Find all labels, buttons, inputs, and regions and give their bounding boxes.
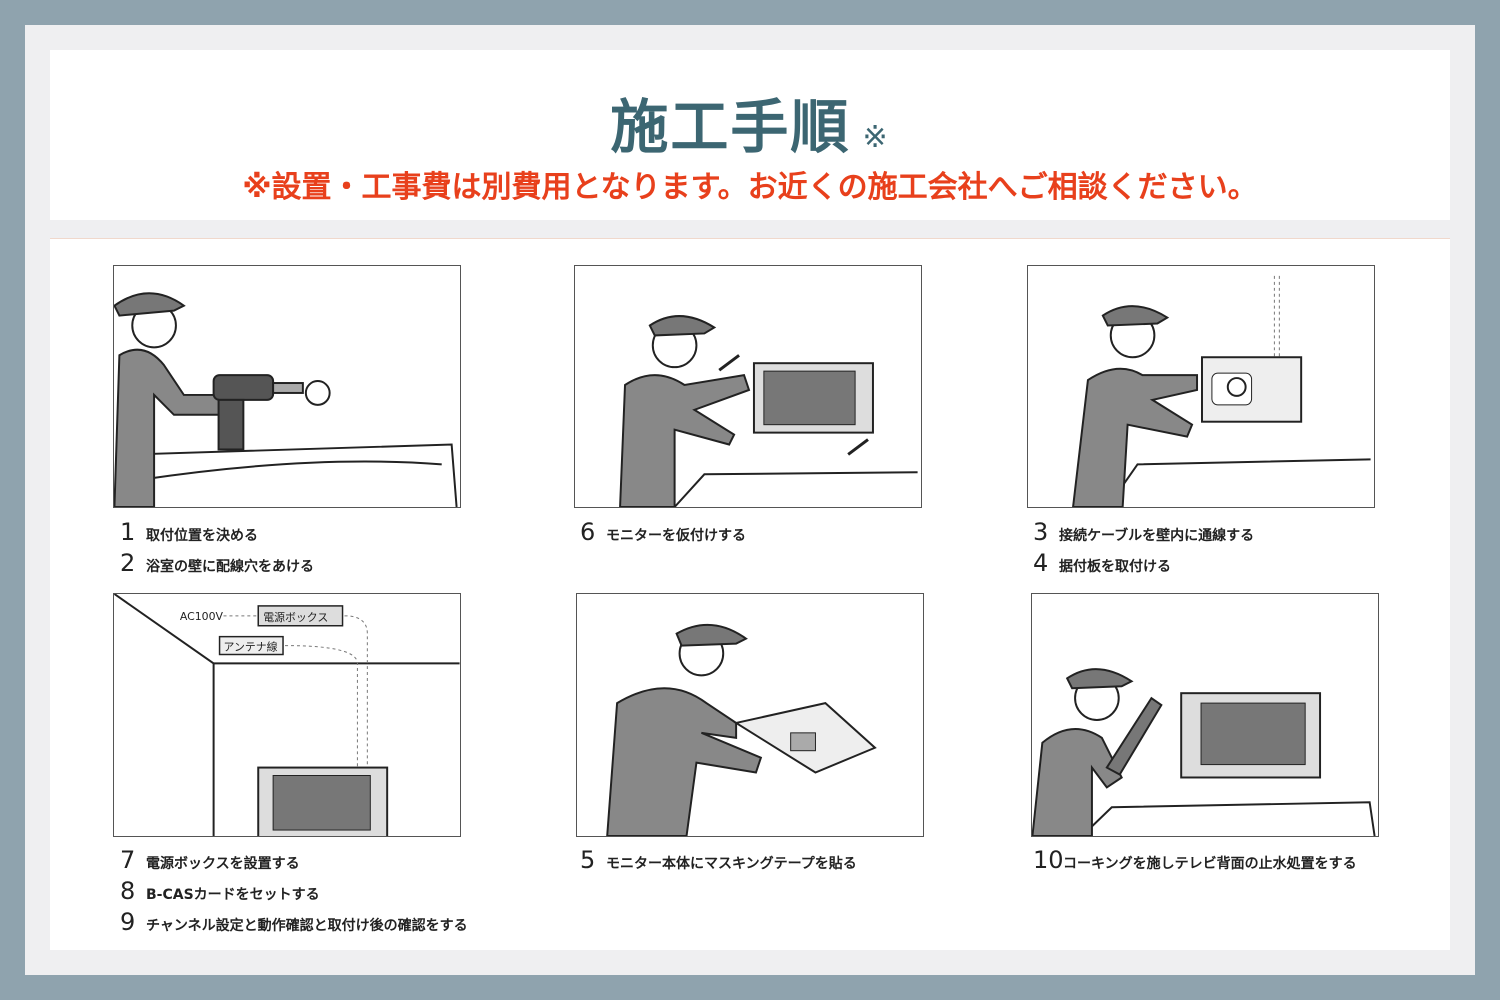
power-box-icon xyxy=(257,605,344,627)
monitor-icon xyxy=(1180,692,1322,779)
illustration-drilling xyxy=(113,265,461,508)
illustration-power-box: AC100V 電源ボックス アンテナ線 xyxy=(113,593,461,837)
worker-figure xyxy=(114,292,225,507)
antenna-label: アンテナ線 xyxy=(224,640,278,654)
ac-label: AC100V xyxy=(180,610,224,623)
page-title: 施工手順※ xyxy=(610,93,890,161)
illustration-cable-routing xyxy=(1027,265,1375,508)
illustration-caulking xyxy=(1031,593,1379,837)
caulking-gun-icon xyxy=(1105,696,1163,776)
drill-icon xyxy=(212,374,304,451)
cost-notice: ※設置・工事費は別費用となります。お近くの施工会社へご相談ください。 xyxy=(242,170,1258,205)
monitor-icon xyxy=(257,766,389,836)
monitor-icon xyxy=(752,362,874,434)
illustration-masking-tape xyxy=(576,593,924,837)
mounting-plate-icon xyxy=(1201,356,1303,423)
power-box-label: 電源ボックス xyxy=(263,610,328,624)
illustration-monitor-temp-mount xyxy=(574,265,922,508)
header-card: 施工手順※ ※設置・工事費は別費用となります。お近くの施工会社へご相談ください。 xyxy=(50,50,1450,220)
